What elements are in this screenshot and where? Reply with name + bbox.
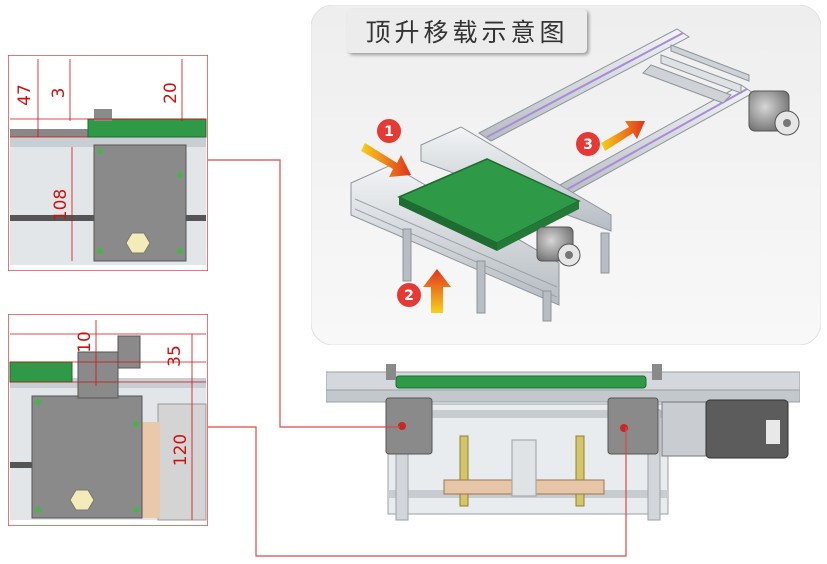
marker-2: 2 — [404, 288, 414, 304]
detail-view-bottom: 10 35 120 — [8, 314, 208, 526]
arrow-lift — [423, 269, 451, 313]
main-conveyor — [350, 126, 612, 322]
diagram-title: 顶升移载示意图 — [347, 9, 587, 53]
elevation-left-plate — [385, 397, 433, 455]
dim-120: 120 — [171, 434, 191, 466]
elevation-motor — [661, 401, 707, 457]
dim-10: 10 — [75, 331, 95, 353]
marker-1-circle — [377, 119, 401, 143]
dim-3: 3 — [49, 88, 69, 99]
elevation-pallet — [395, 375, 647, 389]
detail-view-top: 47 3 20 108 — [8, 55, 208, 271]
overview-diagram: 1 2 3 — [311, 5, 821, 345]
elevation-right-plate — [607, 397, 659, 455]
front-elevation — [326, 364, 800, 521]
marker-3-circle — [576, 132, 600, 156]
dim-108: 108 — [51, 189, 71, 221]
arrow-infeed — [361, 143, 411, 177]
marker-1: 1 — [384, 124, 394, 140]
marker-2-circle — [397, 283, 421, 307]
dim-47: 47 — [15, 84, 35, 106]
dim-35: 35 — [165, 345, 185, 367]
leader-line-bottom — [208, 426, 627, 557]
transfer-conveyor — [478, 28, 800, 200]
marker-3: 3 — [583, 137, 593, 153]
dim-20: 20 — [161, 82, 181, 104]
arrow-transfer — [601, 121, 645, 151]
leader-line-top — [208, 159, 400, 428]
